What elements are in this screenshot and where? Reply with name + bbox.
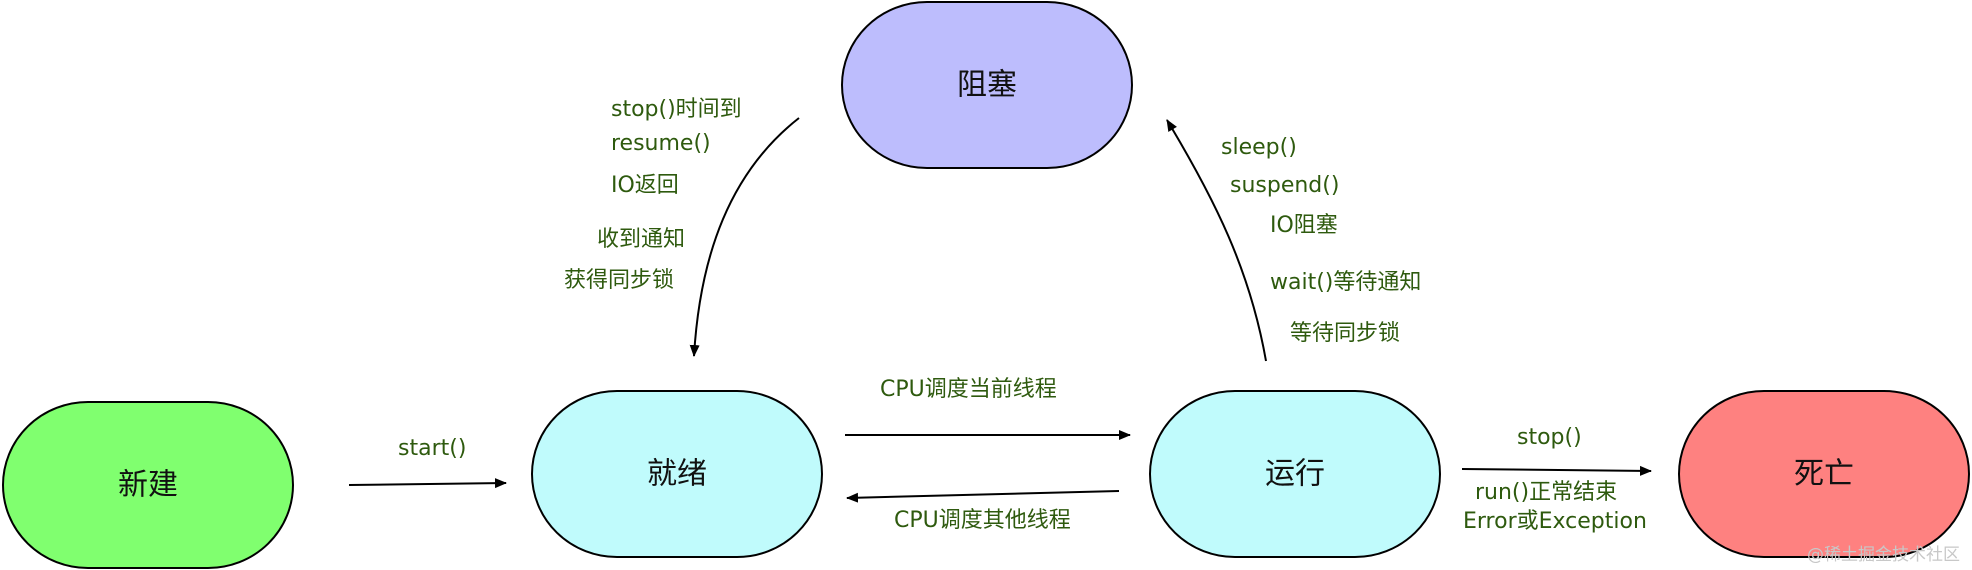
edge-label-got-lock: 获得同步锁 xyxy=(564,268,674,293)
state-ready-label: 就绪 xyxy=(647,457,707,492)
state-blocked-shape xyxy=(841,1,1133,169)
edge-label-cpu-current: CPU调度当前线程 xyxy=(880,377,1057,402)
arrow-running-to-ready xyxy=(846,490,1120,503)
state-dead[interactable]: 死亡 xyxy=(1678,390,1970,558)
state-ready-shape xyxy=(531,390,823,558)
state-ready[interactable]: 就绪 xyxy=(531,390,823,558)
state-blocked-label: 阻塞 xyxy=(957,68,1017,103)
edge-label-wait-lock: 等待同步锁 xyxy=(1290,321,1400,346)
state-dead-shape xyxy=(1678,390,1970,558)
state-new-label: 新建 xyxy=(118,468,178,503)
edge-label-stop-timeout: stop()时间到 xyxy=(611,97,742,122)
state-dead-label: 死亡 xyxy=(1794,457,1854,492)
state-new[interactable]: 新建 xyxy=(2,401,294,569)
watermark-text: @稀土掘金技术社区 xyxy=(1807,545,1960,565)
edge-label-stop: stop() xyxy=(1517,425,1582,450)
edge-label-io-return: IO返回 xyxy=(611,173,679,198)
edge-label-error: Error或Exception xyxy=(1463,509,1647,534)
arrow-running-to-blocked xyxy=(1166,119,1267,362)
edge-label-cpu-other: CPU调度其他线程 xyxy=(894,508,1071,533)
state-running-label: 运行 xyxy=(1265,457,1325,492)
edge-label-resume: resume() xyxy=(611,131,711,156)
arrow-new-to-ready xyxy=(348,478,507,489)
edge-label-io-blocked: IO阻塞 xyxy=(1270,213,1338,238)
state-new-shape xyxy=(2,401,294,569)
edge-label-sleep: sleep() xyxy=(1221,135,1297,160)
state-running-shape xyxy=(1149,390,1441,558)
edge-label-suspend: suspend() xyxy=(1230,173,1339,198)
edge-label-run-end: run()正常结束 xyxy=(1475,480,1617,505)
edge-label-wait: wait()等待通知 xyxy=(1270,270,1421,295)
state-blocked[interactable]: 阻塞 xyxy=(841,1,1133,169)
edge-label-notified: 收到通知 xyxy=(597,227,685,252)
edge-label-start: start() xyxy=(398,436,466,461)
arrow-blocked-to-ready xyxy=(689,117,800,357)
arrow-running-to-dead xyxy=(1461,465,1652,476)
state-running[interactable]: 运行 xyxy=(1149,390,1441,558)
